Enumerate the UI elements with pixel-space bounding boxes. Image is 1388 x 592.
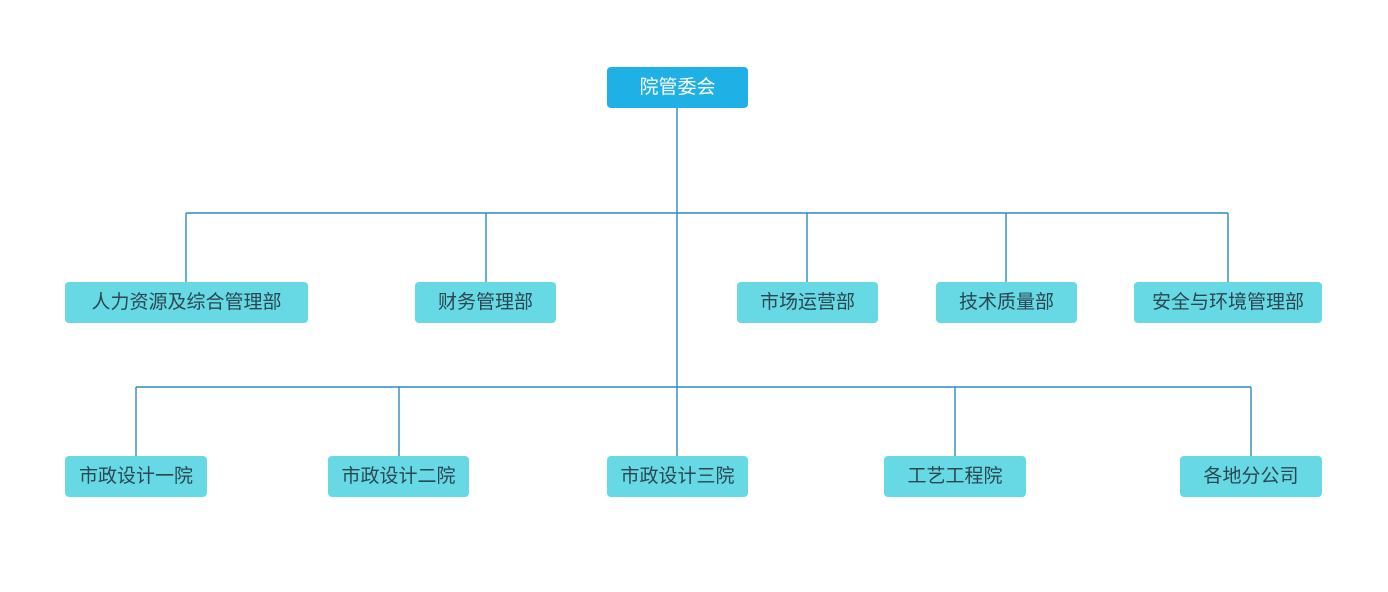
dept-node-tech-quality[interactable]: 技术质量部	[936, 282, 1077, 323]
institute-node-municipal-1[interactable]: 市政设计一院	[65, 456, 207, 497]
dept-node-safety-env[interactable]: 安全与环境管理部	[1134, 282, 1322, 323]
dept-node-finance[interactable]: 财务管理部	[415, 282, 556, 323]
root-node[interactable]: 院管委会	[607, 67, 748, 108]
institute-node-municipal-2[interactable]: 市政设计二院	[328, 456, 469, 497]
institute-node-municipal-3[interactable]: 市政设计三院	[607, 456, 748, 497]
dept-node-hr-admin[interactable]: 人力资源及综合管理部	[65, 282, 308, 323]
institute-node-process-engineering[interactable]: 工艺工程院	[884, 456, 1026, 497]
dept-node-marketing[interactable]: 市场运营部	[737, 282, 878, 323]
institute-node-branch-offices[interactable]: 各地分公司	[1180, 456, 1322, 497]
